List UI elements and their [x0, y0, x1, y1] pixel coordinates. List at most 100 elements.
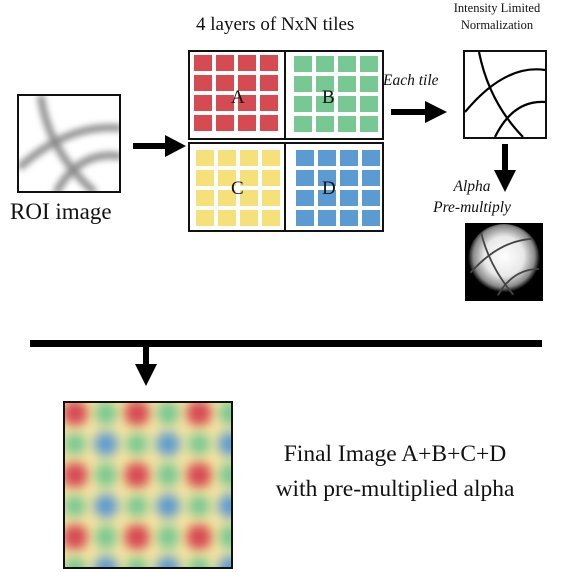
blend-blob-red [65, 403, 88, 426]
final-image-caption: Final Image A+B+C+D with pre-multiplied … [236, 437, 554, 507]
tile-cell [294, 76, 312, 92]
tile-cell [362, 190, 380, 206]
tile-cell [238, 115, 256, 131]
final-blend [65, 403, 231, 567]
tile-cell [240, 170, 258, 186]
blend-blob-red [124, 524, 150, 550]
blend-blob-green [126, 557, 148, 567]
tile-cell [216, 55, 234, 71]
tile-cell [194, 115, 212, 131]
blend-blob-blue [156, 556, 180, 567]
tile-cell [340, 190, 358, 206]
tile-cell [238, 75, 256, 91]
each-tile-label: Each tile [383, 72, 439, 89]
tile-cell [196, 190, 214, 206]
normalization-title: Intensity Limited Normalization [437, 0, 557, 34]
tile-cell [194, 55, 212, 71]
tile-cell [218, 190, 236, 206]
blend-blob-green [126, 495, 148, 517]
arrow-right-icon [133, 135, 186, 157]
tile-cell [296, 150, 314, 166]
blend-blob-green [95, 463, 117, 487]
blend-blob-green [219, 463, 231, 487]
blend-blob-green [157, 463, 179, 487]
tile-cell [262, 150, 280, 166]
tile-cell [338, 76, 356, 92]
tile-cell [338, 56, 356, 72]
blend-blob-blue [94, 556, 118, 567]
blend-blob-blue [218, 494, 231, 518]
tile-label-c: C [231, 178, 244, 199]
tile-cell [360, 96, 378, 112]
tile-layer-c: C [188, 142, 288, 232]
tile-cell [296, 190, 314, 206]
blend-blob-green [188, 495, 210, 517]
tile-cell [360, 76, 378, 92]
tile-label-a: A [231, 87, 245, 108]
tile-cell [260, 115, 278, 131]
tile-cell [240, 150, 258, 166]
tile-cell [362, 150, 380, 166]
divider-bar [30, 340, 542, 347]
blend-blob-red [124, 462, 150, 488]
tile-cell [218, 170, 236, 186]
tile-cell [262, 170, 280, 186]
alpha-label-line1: Alpha [453, 178, 491, 195]
tile-cell [340, 170, 358, 186]
tile-cell [318, 190, 336, 206]
blend-blob-blue [156, 432, 180, 456]
tile-cell [262, 210, 280, 226]
normalized-curves [465, 52, 545, 137]
tile-cell [296, 210, 314, 226]
tile-cell [218, 210, 236, 226]
roi-curves [19, 96, 119, 191]
tile-cell [294, 96, 312, 112]
arrow-down-icon [135, 346, 157, 386]
tile-cell [294, 116, 312, 132]
tile-cell [340, 150, 358, 166]
normalized-tile [463, 50, 547, 139]
tile-cell [260, 75, 278, 91]
tile-cell [260, 55, 278, 71]
tile-label-b: B [322, 87, 335, 108]
tile-cell [194, 75, 212, 91]
blend-blob-green [219, 403, 231, 425]
blend-blob-green [157, 525, 179, 549]
layers-title: 4 layers of NxN tiles [196, 14, 355, 35]
blend-blob-green [95, 525, 117, 549]
tile-cell [238, 55, 256, 71]
blend-blob-blue [218, 556, 231, 567]
final-image [63, 401, 233, 569]
tile-cell [318, 170, 336, 186]
tile-cell [360, 116, 378, 132]
roi-image [17, 94, 121, 193]
tile-layer-b: B [284, 50, 384, 140]
tile-cell [240, 190, 258, 206]
blend-blob-blue [156, 494, 180, 518]
tile-grid-b [294, 56, 378, 132]
blend-blob-blue [218, 432, 231, 456]
blend-blob-green [188, 557, 210, 567]
blend-blob-red [186, 524, 212, 550]
tile-cell [260, 95, 278, 111]
alpha-premultiply-label: Alpha Pre-multiply [431, 176, 513, 218]
tile-cell [216, 75, 234, 91]
tile-grid-a [194, 55, 278, 131]
blend-blob-blue [94, 432, 118, 456]
blend-blob-red [124, 403, 150, 426]
blend-blob-red [186, 403, 212, 426]
blend-blob-red [65, 524, 88, 550]
roi-label: ROI image [10, 199, 112, 224]
tile-cell [196, 210, 214, 226]
tile-cell [194, 95, 212, 111]
blend-blob-red [65, 462, 88, 488]
tile-cell [316, 56, 334, 72]
tile-cell [216, 115, 234, 131]
tile-cell [294, 56, 312, 72]
tile-cell [196, 150, 214, 166]
tile-grid-c [196, 150, 280, 226]
tile-grid-d [296, 150, 380, 226]
premultiplied-tile [465, 223, 543, 301]
arrow-down-icon [494, 144, 516, 192]
tile-cell [318, 210, 336, 226]
